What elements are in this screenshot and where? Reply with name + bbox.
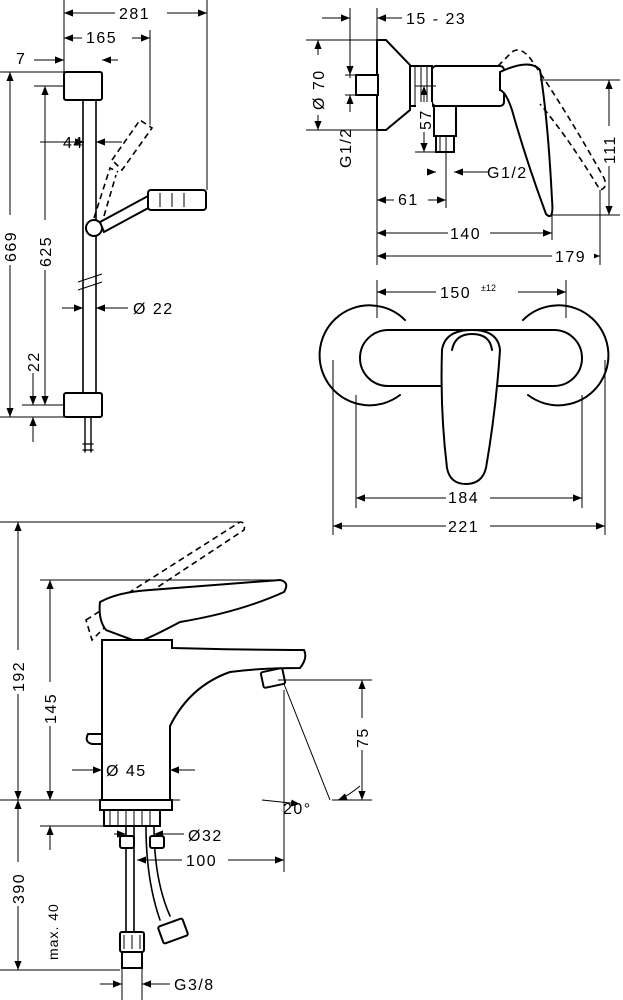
supply-hoses: [125, 825, 171, 941]
right-rosette: [522, 304, 610, 407]
rail-bottom-bracket: [63, 392, 103, 418]
dim-g12-left: G1/2: [338, 127, 355, 168]
left-rosette: [318, 304, 406, 407]
dim-57: 57: [418, 109, 435, 130]
dim-44: 44: [63, 135, 84, 152]
dim-165: 165: [86, 30, 117, 47]
dim-diameter-22: Ø 22: [133, 301, 174, 318]
hand-shower-alt-position: [93, 118, 154, 219]
dim-625: 625: [38, 236, 55, 267]
dim-75: 75: [355, 727, 372, 748]
dim-281: 281: [119, 6, 150, 23]
dim-150-tolerance: ±12: [481, 283, 496, 293]
dim-179: 179: [555, 249, 586, 266]
dim-192: 192: [11, 661, 28, 692]
dim-390: 390: [11, 873, 28, 904]
dim-15-23: 15 - 23: [406, 11, 466, 28]
dim-g12-right: G1/2: [487, 165, 528, 182]
dim-7: 7: [16, 51, 26, 68]
basin-mixer-drawing: 192 145 75 Ø 45 20° 390 max. 40: [0, 521, 372, 1000]
dim-diameter-32: Ø32: [188, 828, 223, 845]
shower-rail-drawing: 281 165 7 44 669 625 22 Ø: [0, 0, 208, 453]
mixer-lever-alt: [497, 49, 607, 191]
lever-front: [440, 328, 502, 486]
dim-221: 221: [448, 519, 479, 536]
dim-diameter-70: Ø 70: [311, 69, 328, 110]
basin-lever: [98, 578, 288, 644]
dim-22-height: 22: [26, 351, 43, 372]
dim-669: 669: [3, 231, 20, 262]
dim-145: 145: [43, 693, 60, 724]
dim-140: 140: [450, 226, 481, 243]
dim-diameter-45: Ø 45: [106, 763, 147, 780]
shower-hose: [84, 416, 92, 453]
rail-bar: [82, 97, 97, 399]
hand-shower: [98, 189, 207, 234]
dim-g38: G3/8: [174, 977, 215, 994]
wall-rosette: [376, 39, 411, 131]
dim-max-40: max. 40: [45, 903, 61, 960]
dim-150: 150: [440, 285, 471, 302]
shower-mixer-front-drawing: 150 ±12 184 221: [318, 280, 610, 536]
dim-111: 111: [602, 135, 619, 164]
mixer-body: [431, 65, 505, 107]
dim-100: 100: [186, 853, 217, 870]
dim-angle-20: 20°: [283, 801, 312, 818]
shower-mixer-side-drawing: 15 - 23 Ø 70 G1/2 57 G1/2 111: [306, 8, 620, 266]
rail-top-bracket: [63, 71, 103, 101]
basin-body: [101, 639, 307, 801]
dim-61: 61: [398, 192, 419, 209]
basin-lever-alt: [85, 521, 246, 642]
dim-184: 184: [448, 490, 479, 507]
mixer-lever: [499, 63, 554, 218]
